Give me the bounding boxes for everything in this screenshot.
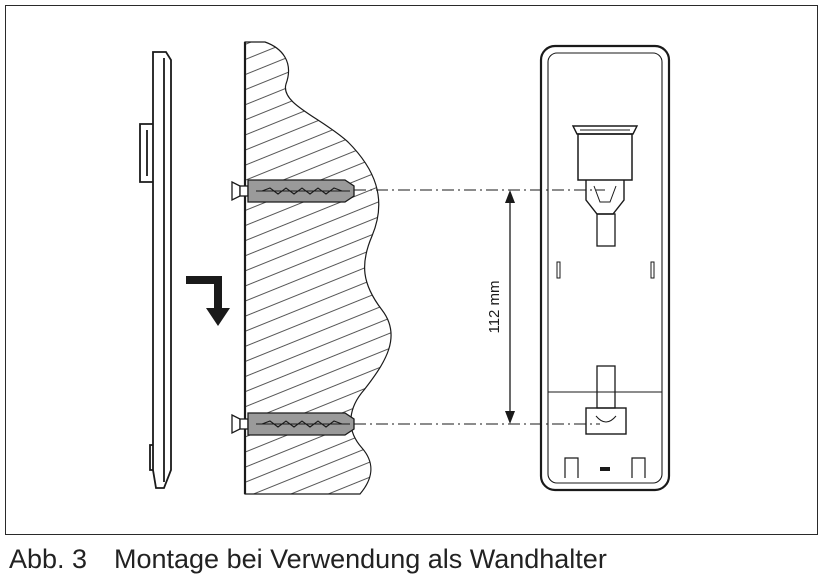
figure-number: Abb. 3 — [9, 544, 88, 574]
wall-section — [243, 41, 392, 495]
wall-plug-upper — [231, 179, 355, 203]
figure-caption: Abb. 3 Montage bei Verwendung als Wandhal… — [9, 544, 607, 575]
wall-plug-lower — [231, 412, 355, 436]
wall-holder-front-view — [539, 44, 671, 492]
holder-side-profile — [139, 51, 172, 489]
caption-text: Montage bei Verwendung als Wandhalter — [114, 544, 607, 574]
dimension-line — [505, 190, 515, 424]
dimension-label: 112 mm — [486, 280, 503, 333]
turn-down-arrow-icon — [186, 276, 230, 326]
center-lines — [354, 189, 605, 425]
figure-frame — [5, 5, 818, 535]
